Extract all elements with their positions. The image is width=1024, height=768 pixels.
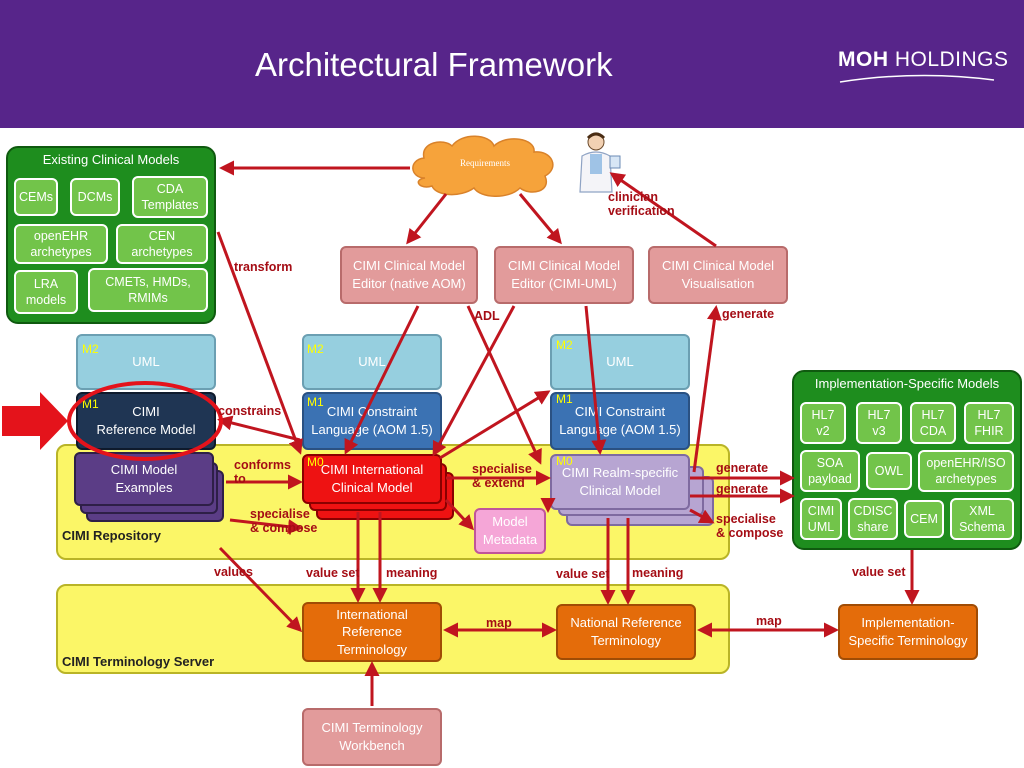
arrow-native-editor-to-realm [466, 305, 542, 465]
existing-clinical-models-title: Existing Clinical Models [42, 152, 180, 167]
edge-label-value-set-1: value set [306, 566, 360, 580]
edge-label-adl: ADL [474, 309, 500, 323]
edge-label-specialise-extend: specialise & extend [472, 462, 532, 491]
edge-label-specialise-compose-1: specialise & compose [250, 507, 318, 536]
implementation-specific-terminology[interactable]: Implementation- Specific Terminology [838, 604, 978, 660]
international-reference-terminology[interactable]: International Reference Terminology [302, 602, 442, 662]
arrow-constrains [217, 415, 301, 442]
col2-m1-label: M1 [307, 395, 324, 409]
impl-model-cdisc-share[interactable]: CDISC share [848, 498, 898, 540]
edge-label-specialise-compose-2: specialise & compose [716, 512, 784, 541]
edge-label-meaning-1: meaning [386, 566, 438, 580]
national-reference-terminology[interactable]: National Reference Terminology [556, 604, 696, 660]
edge-label-constrains: constrains [218, 404, 282, 418]
pointer-block-arrow-icon [2, 392, 68, 450]
col2-m0-label: M0 [307, 455, 324, 469]
col2-m2-label: M2 [307, 342, 324, 356]
edge-label-meaning-2: meaning [632, 566, 684, 580]
editor-cimi-uml[interactable]: CIMI Clinical Model Editor (CIMI-UML) [494, 246, 634, 304]
edge-label-conforms-to: conforms to [234, 458, 291, 487]
edge-label-generate-2: generate [716, 482, 769, 496]
col1-m2-label: M2 [82, 342, 99, 356]
edge-label-value-set-3: value set [852, 565, 906, 579]
existing-model-cems[interactable]: CEMs [14, 178, 58, 216]
impl-model-owl[interactable]: OWL [866, 452, 912, 490]
slide-title: Architectural Framework [255, 46, 613, 83]
col3-m1-label: M1 [556, 392, 573, 406]
slide-header [0, 0, 1024, 128]
impl-model-openehr-iso-archetypes[interactable]: openEHR/ISO archetypes [918, 450, 1014, 492]
implementation-specific-models-title: Implementation-Specific Models [814, 376, 1000, 391]
impl-model-hl7-v3[interactable]: HL7 v3 [856, 402, 902, 444]
impl-model-cimi-uml[interactable]: CIMI UML [800, 498, 842, 540]
existing-model-dcms[interactable]: DCMs [70, 178, 120, 216]
edge-label-map-2: map [756, 614, 782, 628]
col1-m1-label: M1 [82, 397, 99, 411]
clinician-icon [579, 132, 621, 193]
cimi-model-examples[interactable]: CIMI Model Examples [74, 452, 214, 506]
edge-label-values: values [214, 565, 253, 579]
edge-label-value-set-2: value set [556, 567, 610, 581]
arrow-requirements-to-native-editor [406, 193, 448, 245]
cimi-realm-specific-clinical-model[interactable]: CIMI Realm-specific Clinical Model [550, 454, 690, 510]
terminology-server-label: CIMI Terminology Server [62, 654, 215, 669]
existing-model-cda-templates[interactable]: CDA Templates [132, 176, 208, 218]
col3-m2-label: M2 [556, 338, 573, 352]
cimi-terminology-workbench[interactable]: CIMI Terminology Workbench [302, 708, 442, 766]
impl-model-hl7-v2[interactable]: HL7 v2 [800, 402, 846, 444]
existing-model-openehr-archetypes[interactable]: openEHR archetypes [14, 224, 108, 264]
impl-model-xml-schema[interactable]: XML Schema [950, 498, 1014, 540]
impl-model-hl7-cda[interactable]: HL7 CDA [910, 402, 956, 444]
arrow-uml-editor-to-intl [432, 305, 516, 457]
clinician-verification-label: clinician verification [608, 190, 675, 219]
model-metadata[interactable]: Model Metadata [474, 508, 546, 554]
existing-model-cmets-hmds-rmims[interactable]: CMETs, HMDs, RMIMs [88, 268, 208, 312]
moh-holdings-logo: MOH HOLDINGS [838, 48, 1009, 71]
edge-label-map-1: map [486, 616, 512, 630]
col1-uml[interactable]: UML [76, 334, 216, 390]
cimi-international-clinical-model[interactable]: CIMI International Clinical Model [302, 454, 442, 504]
impl-model-hl7-fhir[interactable]: HL7 FHIR [964, 402, 1014, 444]
existing-model-cen-archetypes[interactable]: CEN archetypes [116, 224, 208, 264]
editor-native-aom[interactable]: CIMI Clinical Model Editor (native AOM) [340, 246, 478, 304]
model-visualisation[interactable]: CIMI Clinical Model Visualisation [648, 246, 788, 304]
logo-swoosh-icon [839, 74, 995, 83]
impl-model-soa-payload[interactable]: SOA payload [800, 450, 860, 492]
impl-model-cem[interactable]: CEM [904, 500, 944, 538]
col3-uml[interactable]: UML [550, 334, 690, 390]
edge-label-generate-top: generate [722, 307, 775, 321]
requirements-label: Requirements [460, 158, 510, 168]
existing-model-lra-models[interactable]: LRA models [14, 270, 78, 314]
cimi-repository-label: CIMI Repository [62, 528, 161, 543]
edge-label-transform: transform [234, 260, 293, 274]
edge-label-generate-1: generate [716, 461, 769, 475]
arrow-requirements-to-uml-editor [518, 193, 562, 245]
col3-constraint-language[interactable]: CIMI Constraint Language (AOM 1.5) [550, 392, 690, 450]
col3-m0-label: M0 [556, 454, 573, 468]
